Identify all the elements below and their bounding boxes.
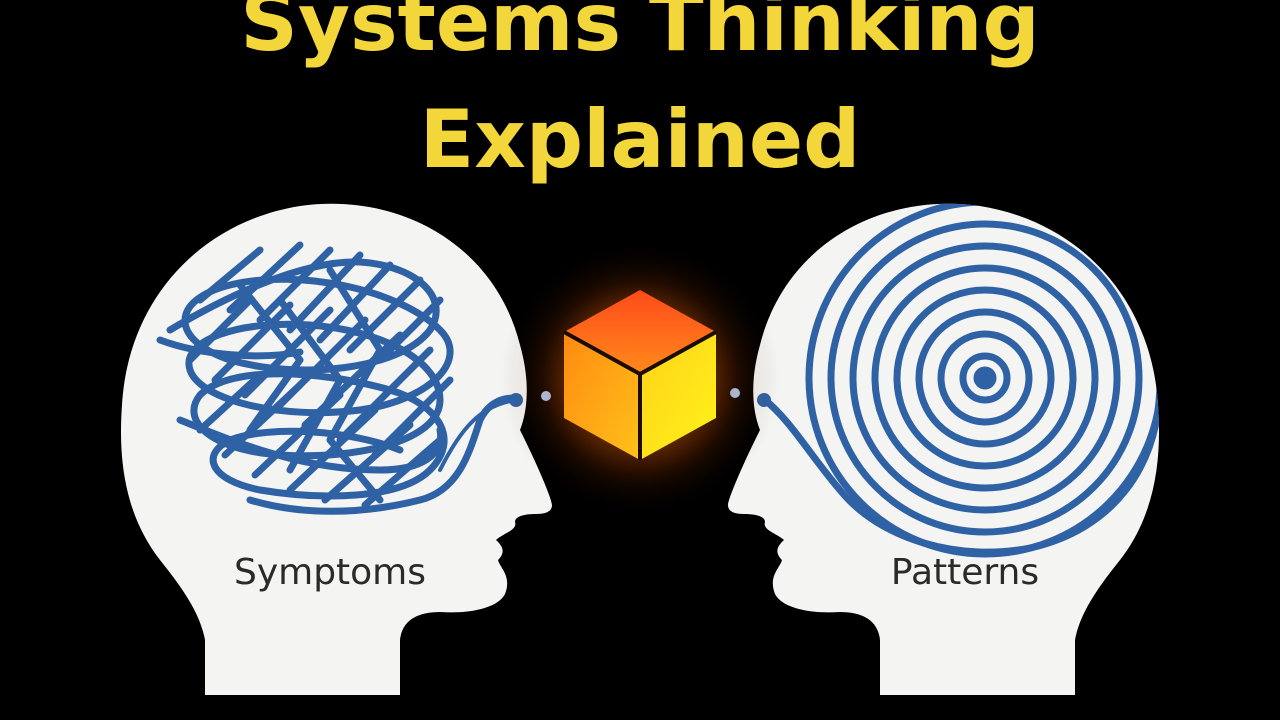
symptoms-label: Symptoms <box>234 552 426 593</box>
glowing-cube-icon <box>500 238 780 518</box>
tangled-scribble-icon <box>156 241 519 515</box>
right-head <box>728 203 1160 696</box>
spiral-icon <box>761 203 1160 558</box>
title-line-1: Systems Thinking <box>240 0 1040 69</box>
title-line-2: Explained <box>419 93 861 186</box>
patterns-label: Patterns <box>891 552 1039 593</box>
